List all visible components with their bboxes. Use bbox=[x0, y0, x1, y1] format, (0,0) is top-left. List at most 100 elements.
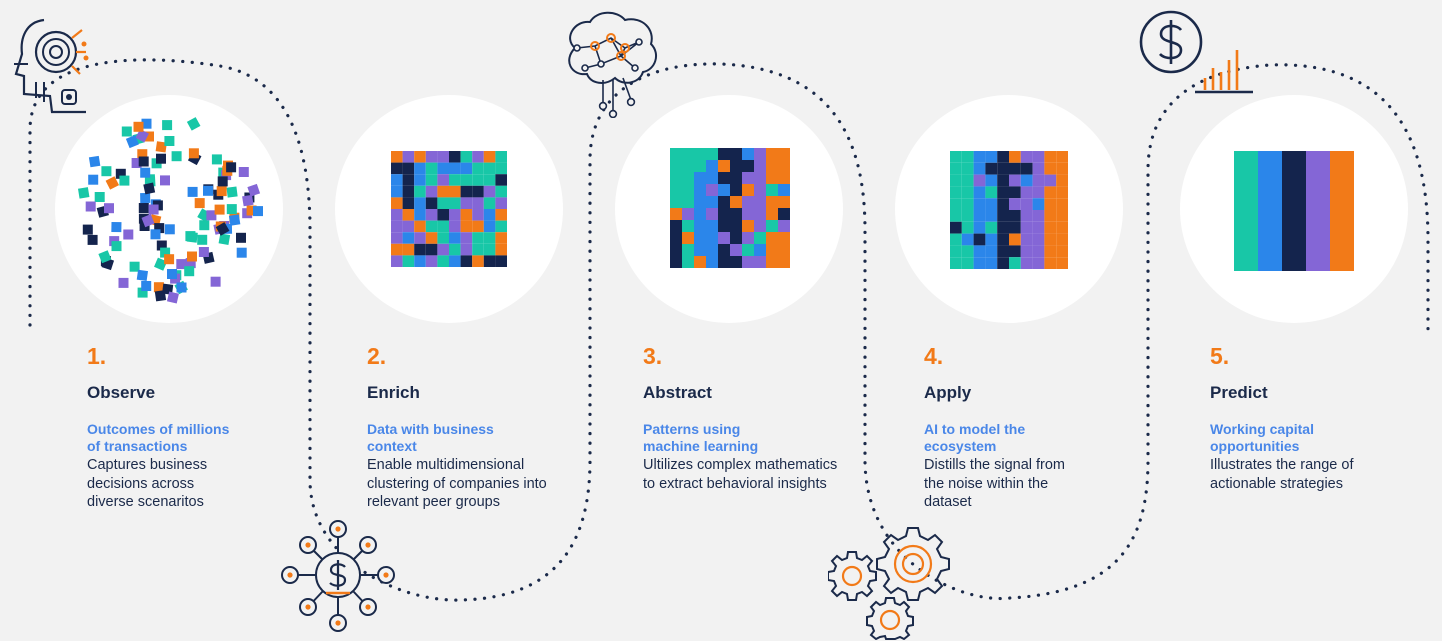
pixel-square bbox=[143, 182, 156, 195]
pixel-square bbox=[253, 206, 263, 217]
pixel-square bbox=[414, 185, 426, 198]
pixel-square bbox=[985, 162, 998, 175]
pixel-square bbox=[425, 255, 438, 267]
pixel-square bbox=[391, 243, 403, 256]
pixel-square bbox=[706, 220, 718, 232]
pixel-square bbox=[682, 220, 694, 232]
pixel-square bbox=[694, 232, 706, 244]
pixel-square bbox=[425, 232, 438, 244]
pixel-square bbox=[950, 174, 962, 187]
predict-circle bbox=[1180, 95, 1408, 323]
pixel-square bbox=[483, 162, 496, 175]
pixel-square bbox=[706, 184, 718, 196]
pixel-square bbox=[414, 197, 426, 209]
pixel-square bbox=[682, 244, 694, 256]
pixel-square bbox=[121, 126, 132, 137]
pixel-square bbox=[1009, 245, 1021, 258]
scattered-squares-visual bbox=[77, 117, 263, 304]
pixel-square bbox=[730, 256, 742, 268]
pixel-square bbox=[973, 221, 986, 234]
pixel-square bbox=[985, 221, 998, 234]
pixel-square bbox=[961, 221, 974, 234]
pixel-square bbox=[228, 214, 241, 226]
pixel-square bbox=[460, 174, 473, 186]
pixel-square bbox=[414, 243, 426, 256]
neural-brain-icon bbox=[568, 11, 658, 118]
stripe-navy bbox=[1282, 151, 1306, 271]
pixel-square bbox=[88, 155, 101, 168]
pixel-square bbox=[391, 185, 403, 198]
pixel-square bbox=[118, 277, 129, 288]
pixel-square bbox=[472, 197, 484, 209]
pixel-square bbox=[425, 151, 438, 163]
pixel-square bbox=[391, 255, 403, 267]
step-number: 5. bbox=[1210, 343, 1230, 369]
step-enrich: 2. Enrich Data with business context Ena… bbox=[367, 342, 557, 512]
apply-circle bbox=[895, 95, 1123, 323]
pixel-square bbox=[391, 197, 403, 209]
pixel-square bbox=[391, 174, 403, 186]
step-name: Predict bbox=[1210, 383, 1268, 402]
pixel-square bbox=[483, 209, 496, 221]
pixel-square bbox=[961, 186, 974, 199]
pixel-square bbox=[950, 186, 962, 199]
pixel-square bbox=[402, 255, 415, 267]
pixel-square bbox=[706, 160, 718, 172]
pixel-square bbox=[425, 220, 438, 233]
step-subtitle: AI to model the ecosystem bbox=[924, 421, 1026, 454]
pixel-square bbox=[449, 151, 461, 163]
pixel-square bbox=[483, 243, 496, 256]
pixel-square bbox=[437, 185, 449, 198]
pixel-square bbox=[156, 240, 167, 251]
pixel-square bbox=[238, 167, 249, 177]
pixel-square bbox=[997, 233, 1009, 246]
pixel-square bbox=[682, 148, 694, 160]
pixel-square bbox=[985, 245, 998, 258]
pixel-square bbox=[460, 209, 473, 221]
pixel-square bbox=[778, 208, 790, 220]
pixel-square bbox=[670, 256, 682, 268]
pixel-square bbox=[94, 192, 105, 202]
pixel-square bbox=[754, 220, 766, 232]
pixel-square bbox=[778, 172, 790, 184]
pixel-square bbox=[449, 232, 461, 244]
step-subtitle: Working capital opportunities bbox=[1210, 421, 1314, 454]
pixel-square bbox=[670, 232, 682, 244]
pixel-square bbox=[778, 244, 790, 256]
pixel-square bbox=[730, 232, 742, 244]
pixel-square bbox=[136, 269, 149, 281]
step-predict: 5. Predict Working capital opportunities… bbox=[1210, 342, 1400, 493]
pixel-square bbox=[137, 149, 148, 160]
pixel-square bbox=[742, 196, 754, 208]
pixel-square bbox=[961, 174, 974, 187]
pixel-square bbox=[1044, 221, 1057, 234]
step-name: Abstract bbox=[643, 383, 712, 402]
pixel-square bbox=[495, 232, 507, 244]
pixel-square bbox=[706, 256, 718, 268]
pixel-square bbox=[164, 224, 175, 235]
pixel-square bbox=[483, 220, 496, 233]
pixel-square bbox=[85, 201, 96, 212]
pixel-square bbox=[670, 244, 682, 256]
step-number: 2. bbox=[367, 343, 387, 369]
step-apply: 4. Apply AI to model the ecosystem Disti… bbox=[924, 342, 1114, 512]
step-observe: 1. Observe Outcomes of millions of trans… bbox=[87, 342, 277, 512]
pixel-square bbox=[101, 166, 112, 177]
pixel-square bbox=[1009, 174, 1021, 187]
pixel-square bbox=[1020, 210, 1033, 222]
pixel-square bbox=[950, 162, 962, 175]
pixel-square bbox=[694, 256, 706, 268]
pixel-square bbox=[778, 232, 790, 244]
pixel-square bbox=[402, 185, 415, 198]
pixel-square bbox=[472, 209, 484, 221]
pixel-square bbox=[754, 184, 766, 196]
pixel-square bbox=[950, 245, 962, 258]
pixel-square bbox=[402, 243, 415, 256]
pixel-square bbox=[754, 244, 766, 256]
pixel-square bbox=[164, 136, 175, 146]
pixel-square bbox=[682, 256, 694, 268]
pixel-square bbox=[742, 172, 754, 184]
pixel-square bbox=[144, 174, 155, 185]
pixel-square bbox=[425, 162, 438, 175]
pixel-square bbox=[670, 160, 682, 172]
